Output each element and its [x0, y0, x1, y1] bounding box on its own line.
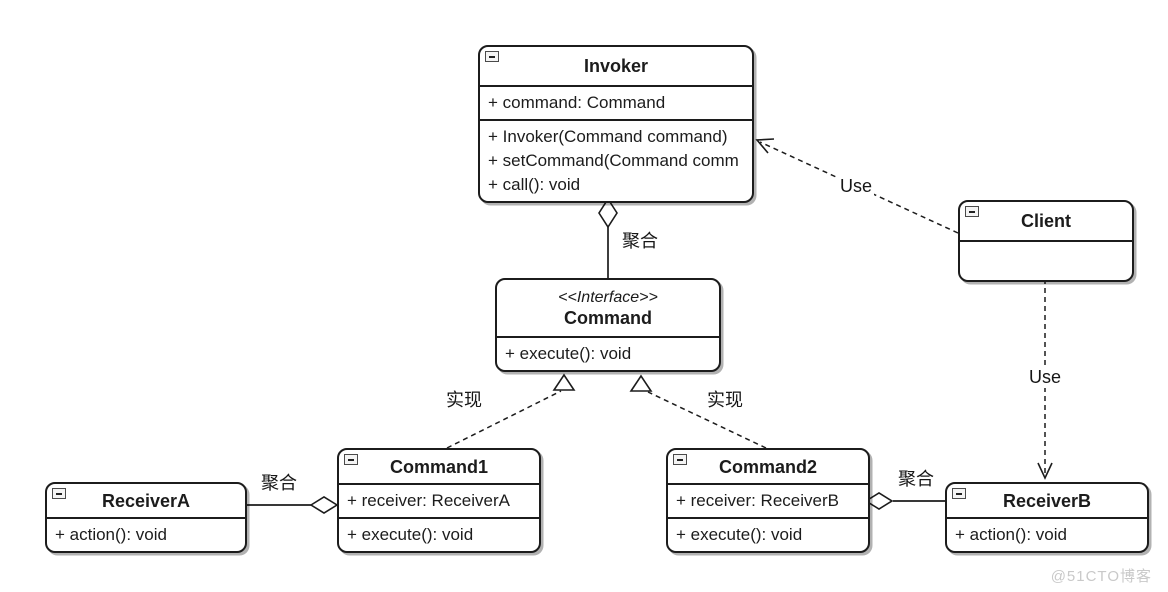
class-receiverB: ReceiverB + action(): void: [945, 482, 1149, 553]
class-invoker-title: Invoker: [583, 56, 649, 76]
realization-triangle: [552, 373, 576, 391]
edge-label-use-client-invoker: Use: [838, 176, 875, 197]
edge-label-use-client-receiverB: Use: [1027, 367, 1064, 388]
method: + setCommand(Command comm: [488, 151, 739, 170]
aggregation-diamond: [309, 496, 339, 514]
class-receiverB-title: ReceiverB: [1002, 490, 1092, 511]
realization-triangle: [629, 374, 653, 392]
aggregation-diamond: [864, 492, 894, 510]
collapse-icon: [485, 51, 499, 62]
interface-command: <<Interface>> Command + execute(): void: [495, 278, 721, 372]
attribute: + receiver: ReceiverB: [676, 491, 839, 510]
collapse-icon: [965, 206, 979, 217]
method: + execute(): void: [676, 525, 803, 544]
class-client-header: Client: [960, 202, 1132, 240]
class-command2: Command2 + receiver: ReceiverB + execute…: [666, 448, 870, 553]
dependency-arrowhead: [755, 138, 775, 154]
edge-aggregation-invoker-command: [598, 197, 618, 279]
class-client: Client: [958, 200, 1134, 282]
edge-realization-command1-command: [446, 373, 576, 449]
class-command2-title: Command2: [718, 456, 817, 477]
class-command1-attributes: + receiver: ReceiverA: [339, 483, 539, 517]
aggregation-diamond: [598, 197, 618, 229]
class-command1-title: Command1: [389, 456, 488, 477]
interface-stereotype: <<Interface>>: [558, 288, 658, 306]
class-command1-methods: + execute(): void: [339, 517, 539, 551]
edge-dependency-client-receiverB: [1037, 279, 1053, 480]
class-receiverB-methods: + action(): void: [947, 517, 1147, 551]
class-invoker-header: Invoker: [480, 47, 752, 85]
class-command1-header: Command1: [339, 450, 539, 483]
class-client-body-empty: [960, 240, 1132, 280]
class-command2-header: Command2: [668, 450, 868, 483]
attribute: + command: Command: [488, 93, 666, 112]
dependency-arrowhead: [1037, 462, 1053, 480]
edge-label-realization-command1: 实现: [444, 390, 484, 411]
edge-label-realization-command2: 实现: [705, 390, 745, 411]
method: + call(): void: [488, 175, 581, 194]
class-receiverA-header: ReceiverA: [47, 484, 245, 517]
interface-command-methods: + execute(): void: [497, 336, 719, 370]
edge-label-aggregation-receiverA-command1: 聚合: [259, 473, 299, 494]
class-receiverA: ReceiverA + action(): void: [45, 482, 247, 553]
edge-label-aggregation-invoker-command: 聚合: [620, 231, 660, 252]
collapse-icon: [344, 454, 358, 465]
edge-label-aggregation-command2-receiverB: 聚合: [896, 469, 936, 490]
class-receiverA-methods: + action(): void: [47, 517, 245, 551]
class-invoker: Invoker + command: Command + Invoker(Com…: [478, 45, 754, 203]
collapse-icon: [952, 488, 966, 499]
watermark: @51CTO博客: [1050, 568, 1152, 585]
attribute: + receiver: ReceiverA: [347, 491, 510, 510]
method: + Invoker(Command command): [488, 127, 728, 146]
class-receiverA-title: ReceiverA: [101, 490, 191, 511]
method: + execute(): void: [347, 525, 474, 544]
class-invoker-attributes: + command: Command: [480, 85, 752, 119]
class-command1: Command1 + receiver: ReceiverA + execute…: [337, 448, 541, 553]
class-invoker-methods: + Invoker(Command command) + setCommand(…: [480, 119, 752, 201]
class-command2-attributes: + receiver: ReceiverB: [668, 483, 868, 517]
edge-aggregation-receiverA-command1: [243, 496, 339, 514]
method: + action(): void: [955, 525, 1067, 544]
edge-aggregation-command2-receiverB: [864, 492, 945, 510]
class-receiverB-header: ReceiverB: [947, 484, 1147, 517]
interface-command-header: <<Interface>> Command: [497, 280, 719, 336]
class-command2-methods: + execute(): void: [668, 517, 868, 551]
collapse-icon: [52, 488, 66, 499]
method: + execute(): void: [505, 344, 632, 363]
edge-realization-command2-command: [629, 374, 767, 449]
method: + action(): void: [55, 525, 167, 544]
collapse-icon: [673, 454, 687, 465]
interface-command-title: Command: [563, 307, 652, 328]
class-client-title: Client: [1020, 211, 1071, 231]
